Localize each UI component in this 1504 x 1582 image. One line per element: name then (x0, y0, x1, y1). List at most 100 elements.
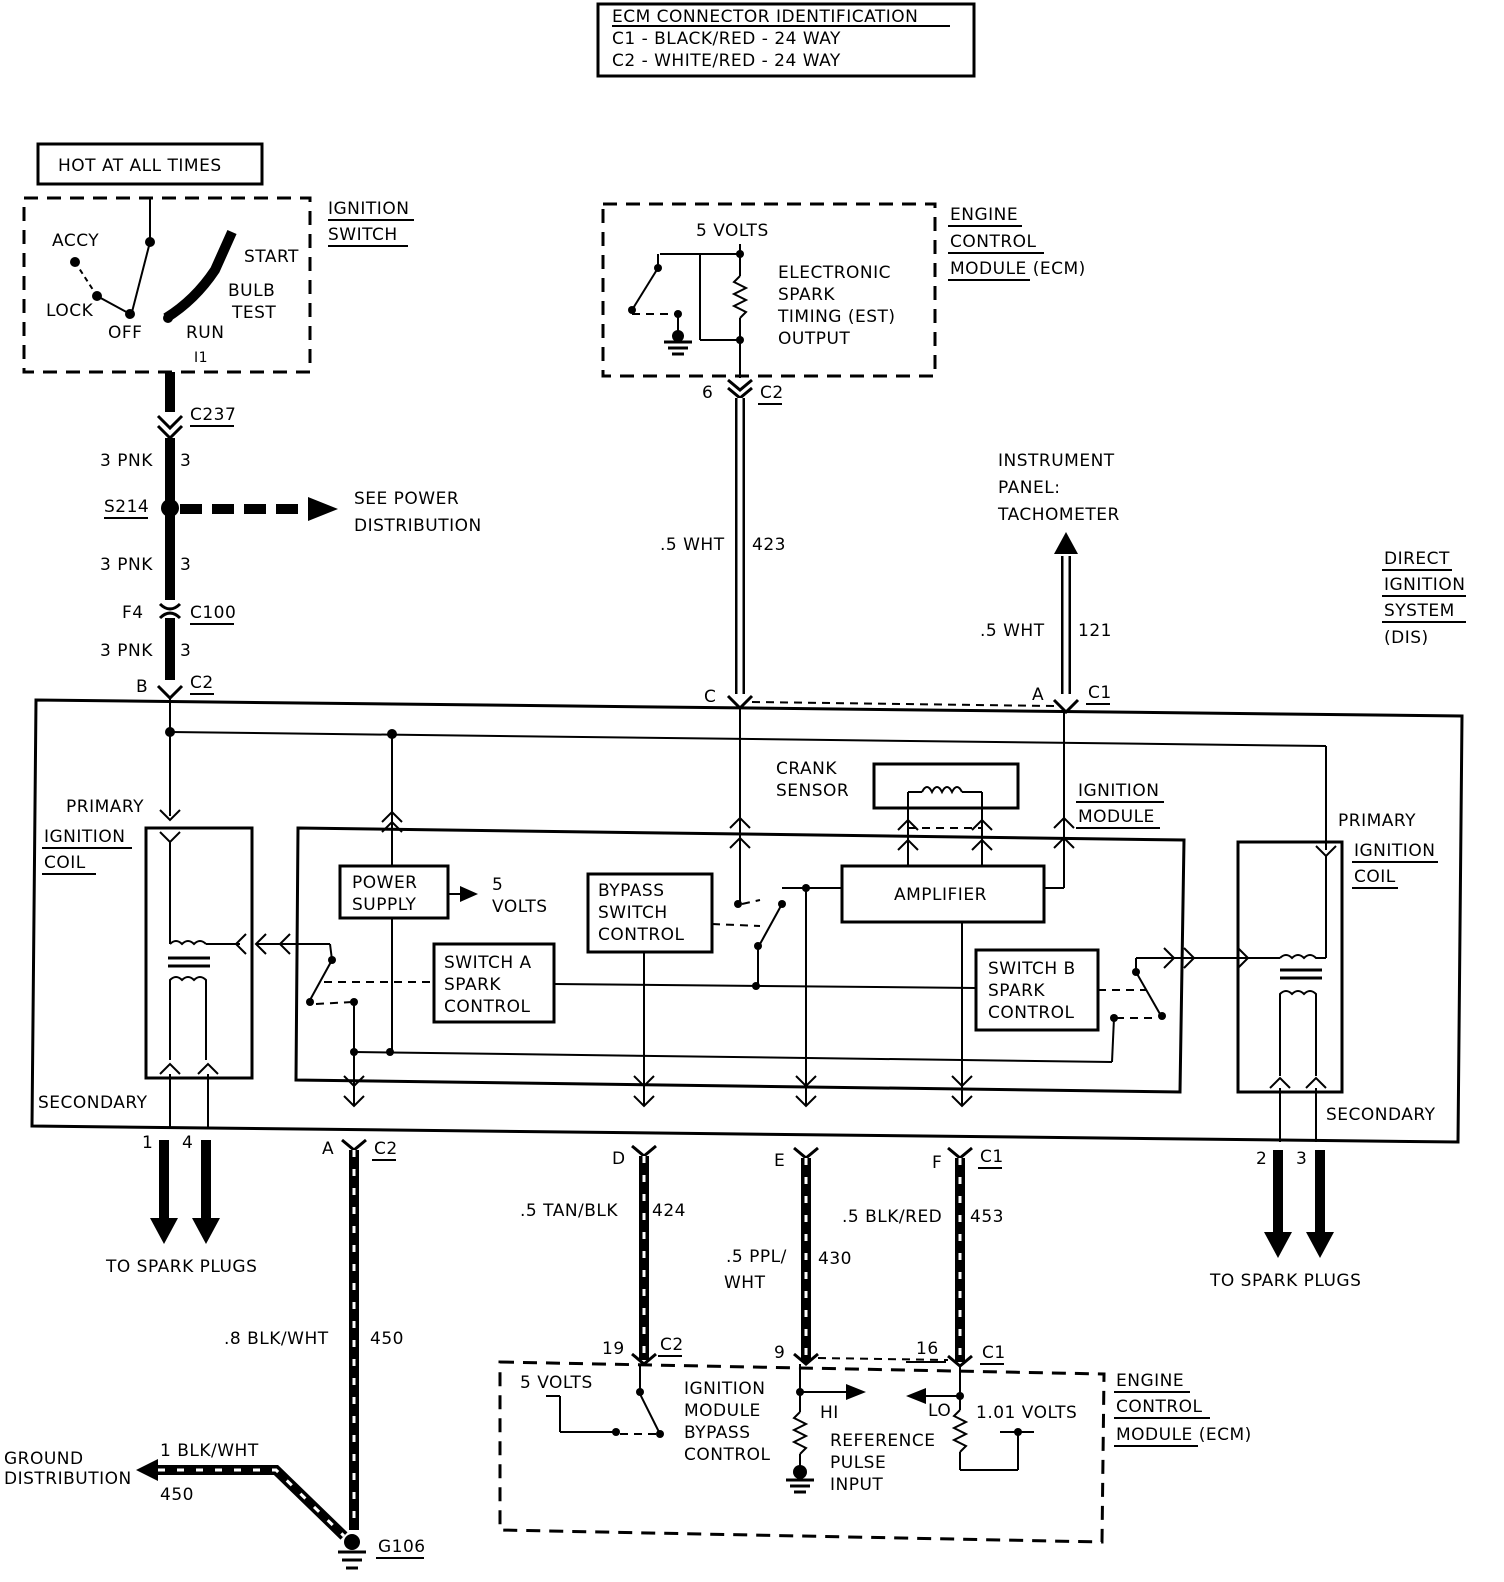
s214-label: S214 (104, 497, 149, 517)
wire-tanblk-label: .5 TAN/BLK (520, 1201, 618, 1221)
arrow-right-icon (308, 497, 338, 521)
circuit-3-label-1: 3 (180, 451, 191, 471)
legend-line-c2: C2 - WHITE/RED - 24 WAY (612, 51, 841, 71)
bypass-label-3: CONTROL (598, 925, 685, 945)
ecm-bottom-title-3: MODULE (ECM) (1116, 1425, 1252, 1445)
c2-label-a: C2 (374, 1139, 398, 1159)
ecm-est-2: SPARK (778, 285, 835, 305)
dis-title-1: DIRECT (1384, 549, 1450, 569)
to-spark-label-left: TO SPARK PLUGS (105, 1257, 257, 1277)
ignition-switch: ACCY LOCK OFF RUN START BULB TEST I1 IGN… (22, 196, 414, 374)
ps-out-label-1: 5 (492, 875, 503, 895)
ignition-switch-title-1: IGNITION (328, 199, 409, 219)
switch-a-spark-control: SWITCH A SPARK CONTROL (306, 942, 1113, 1108)
see-power-label-1: SEE POWER (354, 489, 459, 509)
dis-outer-box (30, 698, 1464, 1144)
wire-3pnk-label-1: 3 PNK (100, 451, 153, 471)
ignition-switch-title-2: SWITCH (328, 225, 398, 245)
tach-label-3: TACHOMETER (997, 505, 1120, 525)
pin-19-label: 19 (602, 1339, 625, 1359)
pin-a-bottom-label: A (322, 1139, 334, 1159)
wire-5wht-label-423: .5 WHT (660, 535, 725, 555)
wire-1blkwht-label: 1 BLK/WHT (160, 1441, 259, 1461)
ground-label-2: DISTRIBUTION (4, 1469, 132, 1489)
pin-a-top-label: A (1032, 685, 1044, 705)
crank-sensor: CRANK SENSOR (776, 759, 1020, 866)
arrow-left-icon (136, 1459, 158, 1481)
arrow-right-icon (846, 1384, 866, 1400)
switch-test: TEST (231, 303, 276, 323)
arrow-right-icon (460, 886, 478, 902)
ignition-coil-right: PRIMARY IGNITION COIL SECONDARY (1236, 811, 1438, 1142)
ground-g106-icon (344, 1534, 360, 1550)
amplifier-label: AMPLIFIER (894, 885, 987, 905)
legend-line-c1: C1 - BLACK/RED - 24 WAY (612, 29, 841, 49)
ecm-top-pin-6: 6 (702, 383, 713, 403)
ecm-top-title-1: ENGINE (950, 205, 1018, 225)
c1-label-f: C1 (980, 1147, 1004, 1167)
bypass-label-1: BYPASS (598, 881, 665, 901)
pin-c-label: C (704, 687, 716, 707)
circuit-3-label-2: 3 (180, 555, 191, 575)
circuit-450-label-1: 450 (370, 1329, 404, 1349)
pin-f-label: F (932, 1153, 942, 1173)
pin-4-label: 4 (182, 1133, 193, 1153)
switch-run: RUN (186, 323, 224, 343)
power-supply-label-1: POWER (352, 873, 418, 893)
primary-label-right: PRIMARY (1338, 811, 1416, 831)
switch-b-label-2: SPARK (988, 981, 1045, 1001)
spark-plugs-right: 2 3 TO SPARK PLUGS (1209, 1149, 1361, 1291)
c1-label-16: C1 (982, 1343, 1006, 1363)
ecm-top-title-3: MODULE (ECM) (950, 259, 1086, 279)
pin-9-label: 9 (774, 1343, 785, 1363)
hot-at-all-times-label: HOT AT ALL TIMES (58, 156, 222, 176)
dis-title: DIRECT IGNITION SYSTEM (DIS) (1382, 549, 1466, 648)
c100-label: C100 (190, 603, 236, 623)
wire-423: .5 WHT 423 C (660, 398, 786, 711)
switch-bulb: BULB (228, 281, 275, 301)
spark-plugs-left: 1 4 TO SPARK PLUGS (105, 1133, 257, 1277)
wire-blkred-label: .5 BLK/RED (842, 1207, 942, 1227)
feed-wire-3-pnk: C237 3 PNK 3 S214 SEE POWER DISTRIBUTION… (100, 372, 482, 701)
circuit-453-label: 453 (970, 1207, 1004, 1227)
circuit-424-label: 424 (652, 1201, 686, 1221)
secondary-label-right: SECONDARY (1326, 1105, 1436, 1125)
wire-5wht-label-121: .5 WHT (980, 621, 1045, 641)
tach-label-1: INSTRUMENT (998, 451, 1115, 471)
bypass-switch-control: BYPASS SWITCH CONTROL (586, 872, 842, 1108)
ign-module-title-2: MODULE (1078, 807, 1155, 827)
switch-lock: LOCK (46, 301, 94, 321)
arrow-left-icon (906, 1388, 926, 1404)
wires-to-ecm-bottom: D E F C1 .5 TAN/BLK 424 .5 PPL/ WHT 430 … (520, 1144, 1006, 1368)
ign-module-title-1: IGNITION (1078, 781, 1159, 801)
switch-b-label-1: SWITCH B (988, 959, 1076, 979)
ecm-hi-label: HI (820, 1403, 839, 1423)
ecm-top: 5 VOLTS ELECTRONIC SPARK TIMING (EST) OU… (601, 202, 1086, 405)
to-spark-label-right: TO SPARK PLUGS (1209, 1271, 1361, 1291)
dis-title-2: IGNITION (1384, 575, 1465, 595)
ecm-ref-label-2: PULSE (830, 1453, 886, 1473)
ecm-ref-label-1: REFERENCE (830, 1431, 935, 1451)
ecm-connector-legend: ECM CONNECTOR IDENTIFICATION C1 - BLACK/… (596, 2, 976, 78)
crank-label-2: SENSOR (776, 781, 849, 801)
switch-a-label-2: SPARK (444, 975, 501, 995)
see-power-label-2: DISTRIBUTION (354, 516, 482, 536)
crank-label-1: CRANK (776, 759, 837, 779)
power-supply: POWER SUPPLY 5 VOLTS (338, 864, 547, 920)
arrow-down-icon (1264, 1232, 1292, 1258)
ecm-est-1: ELECTRONIC (778, 263, 891, 283)
dis-internal-wiring (159, 698, 1337, 1054)
dis-title-3: SYSTEM (1384, 601, 1455, 621)
circuit-423-label: 423 (752, 535, 786, 555)
ecm-1-01-volts-label: 1.01 VOLTS (976, 1403, 1077, 1423)
switch-off: OFF (108, 323, 142, 343)
pin-d-label: D (612, 1149, 626, 1169)
primary-label-left: PRIMARY (66, 797, 144, 817)
ecm-lo-label: LO (928, 1401, 951, 1421)
wire-121: INSTRUMENT PANEL: TACHOMETER .5 WHT 121 … (751, 451, 1120, 715)
ecm-ref-label-3: INPUT (830, 1475, 883, 1495)
tach-label-2: PANEL: (998, 478, 1060, 498)
power-supply-label-2: SUPPLY (352, 895, 416, 915)
wire-3pnk-label-3: 3 PNK (100, 641, 153, 661)
c2-label-b: C2 (190, 673, 214, 693)
